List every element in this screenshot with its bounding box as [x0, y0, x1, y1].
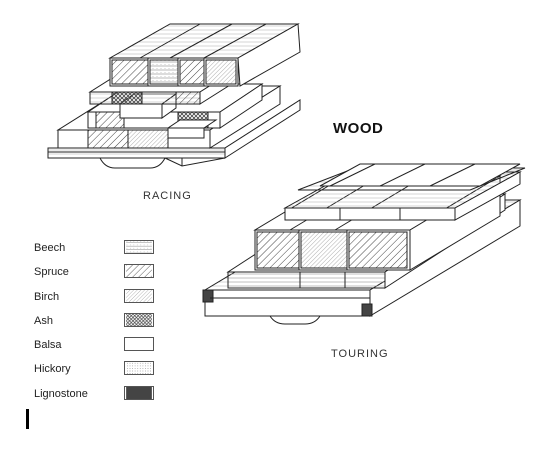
legend-item-beech: Beech [34, 240, 174, 264]
racing-stack [47, 23, 301, 169]
legend-item-hickory: Hickory [34, 361, 174, 385]
spruce-swatch [124, 264, 154, 279]
birch-swatch [124, 288, 154, 303]
legend-label: Balsa [34, 339, 62, 352]
legend-label: Birch [34, 290, 60, 303]
legend-label: Ash [34, 314, 53, 327]
lignostone-swatch [124, 385, 154, 400]
ash-swatch [124, 312, 154, 327]
legend-label: Beech [34, 242, 66, 254]
legend-item-birch: Birch [34, 288, 174, 313]
beech-swatch [124, 240, 154, 254]
legend-label: Spruce [34, 266, 69, 279]
legend: Beech Spruce Birch Ash Balsa Hickory Lig… [34, 240, 174, 410]
balsa-swatch [124, 337, 154, 352]
racing-bottom-layer [47, 99, 301, 169]
touring-stack [202, 163, 526, 325]
hickory-swatch [124, 361, 154, 376]
touring-caption: TOURING [331, 348, 389, 360]
legend-label: Lignostone [34, 387, 88, 400]
racing-top-layer [108, 23, 301, 87]
edge-bar [26, 409, 29, 429]
legend-item-lignostone: Lignostone [34, 385, 174, 410]
legend-item-spruce: Spruce [34, 264, 174, 288]
diagram-title: WOOD [333, 120, 384, 137]
legend-label: Hickory [34, 363, 71, 376]
legend-item-balsa: Balsa [34, 337, 174, 361]
racing-caption: RACING [143, 190, 192, 202]
touring-top-layer [297, 163, 526, 191]
legend-item-ash: Ash [34, 312, 174, 337]
